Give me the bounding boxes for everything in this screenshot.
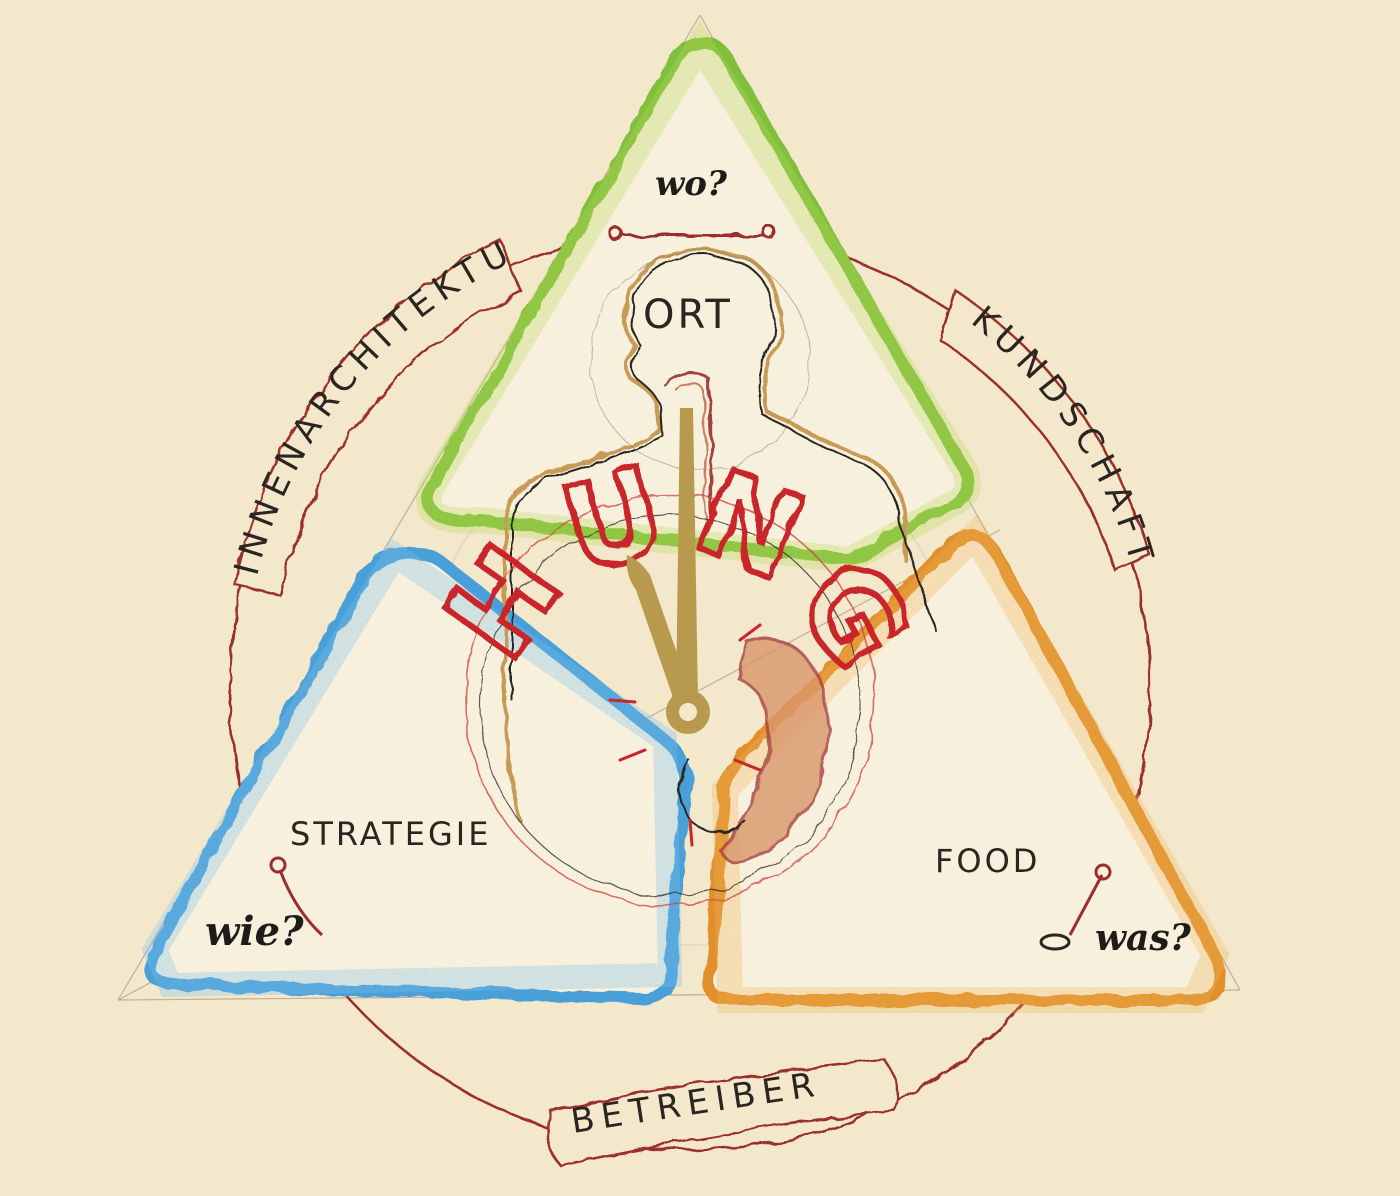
wie-connector (278, 869, 324, 937)
was-connector-end (1094, 863, 1112, 881)
ort-label: ORT (643, 292, 733, 338)
human-figure-sketch (503, 247, 936, 822)
wo-question: wo? (655, 164, 728, 204)
wo-bracket (608, 223, 776, 242)
wie-connector-end (269, 856, 287, 874)
triangle-ort (415, 20, 981, 574)
clock-ticks (608, 623, 762, 847)
wie-question: wie? (205, 908, 304, 955)
kundschaft-label: KUNDSCHAFT (964, 298, 1163, 572)
triangle-strategie (141, 537, 692, 1004)
triangle-food (703, 513, 1230, 1013)
clock-burst (464, 494, 876, 906)
was-question: was? (1095, 917, 1192, 959)
was-connector (1068, 874, 1104, 936)
food-label: FOOD (935, 842, 1040, 880)
was-connector-base (1039, 933, 1071, 951)
clock-hands (626, 408, 710, 734)
strategie-label: STRATEGIE (290, 815, 491, 853)
